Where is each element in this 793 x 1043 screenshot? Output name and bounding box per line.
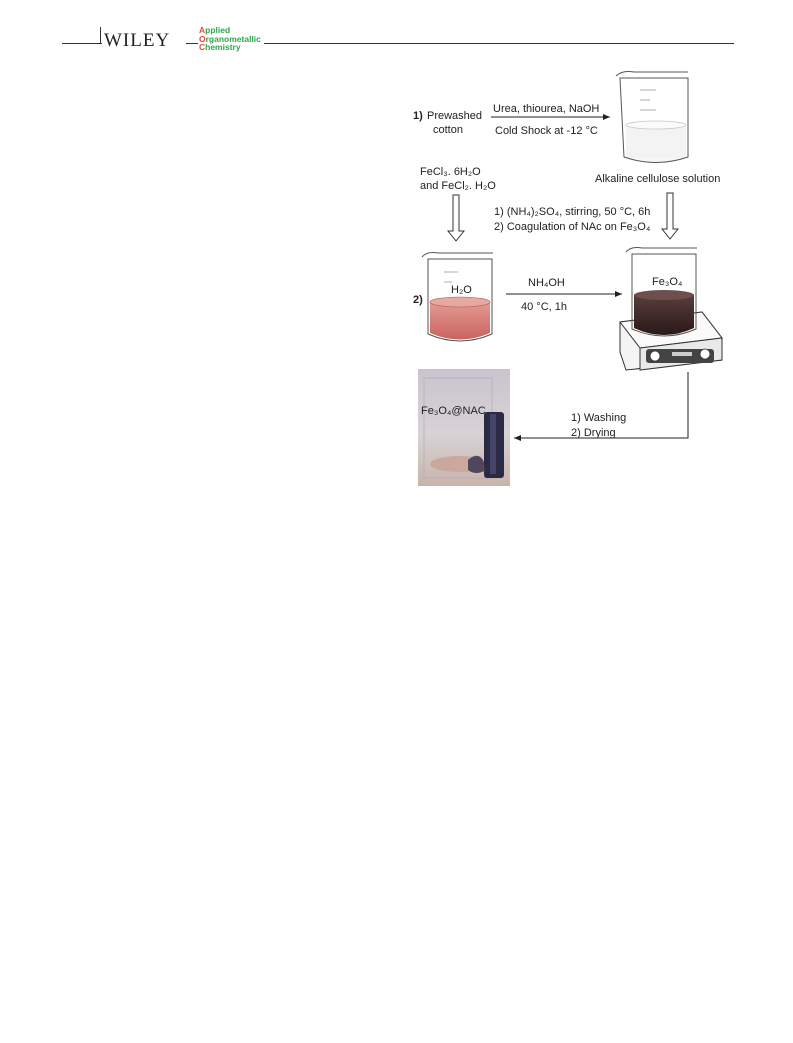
arrow3-line2: 2) Drying xyxy=(571,427,616,439)
journal-line-2: Organometallic xyxy=(199,33,261,44)
product-photo xyxy=(418,369,510,486)
beaker3-label: Fe₃O₄ xyxy=(652,276,683,288)
beaker-alkaline-cellulose xyxy=(615,71,689,163)
publisher-logo: WILEY xyxy=(104,30,171,51)
fe-salts-line1: FeCl₃. 6H₂O xyxy=(420,166,481,178)
product-label: Fe₃O₄@NAC xyxy=(421,405,486,417)
step1-start-line1: Prewashed xyxy=(427,110,482,122)
down-arrow-cellulose xyxy=(660,192,680,240)
arrow-washing-drying xyxy=(514,372,689,441)
hot-plate-knob-left xyxy=(649,350,661,362)
arrow3-line1: 1) Washing xyxy=(571,412,626,424)
beaker1-caption: Alkaline cellulose solution xyxy=(595,173,720,185)
fe-salts-line2: and FeCl₂. H₂O xyxy=(420,180,496,192)
journal-logo: Applied Organometallic Chemistry xyxy=(199,26,261,52)
beaker-fe-salt-solution xyxy=(421,252,493,342)
down-arrow-fe-salts xyxy=(446,194,466,242)
arrow1-bottom-label: Cold Shock at -12 °C xyxy=(495,125,598,137)
header-tick xyxy=(100,27,101,44)
down-arrow-condition-2: 2) Coagulation of NAc on Fe₃O₄ xyxy=(494,221,651,233)
arrow2-top-label: NH₄OH xyxy=(528,277,565,289)
arrow2-bottom-label: 40 °C, 1h xyxy=(521,301,567,313)
down-arrow-condition-1: 1) (NH₄)₂SO₄, stirring, 50 °C, 6h xyxy=(494,206,650,218)
step1-number: 1) xyxy=(413,110,423,122)
step1-start-line2: cotton xyxy=(433,124,463,136)
journal-line-1: Applied xyxy=(199,25,231,35)
step2-number: 2) xyxy=(413,294,423,306)
header-rule-left xyxy=(62,43,102,44)
arrow1-top-label: Urea, thiourea, NaOH xyxy=(493,103,599,115)
logo-dash xyxy=(186,43,198,44)
beaker-fe3o4 xyxy=(625,247,697,337)
hot-plate-knob-right xyxy=(699,348,711,360)
beaker2-label: H₂O xyxy=(451,284,472,296)
header-rule-right xyxy=(264,43,734,44)
journal-line-3: Chemistry xyxy=(199,42,241,52)
